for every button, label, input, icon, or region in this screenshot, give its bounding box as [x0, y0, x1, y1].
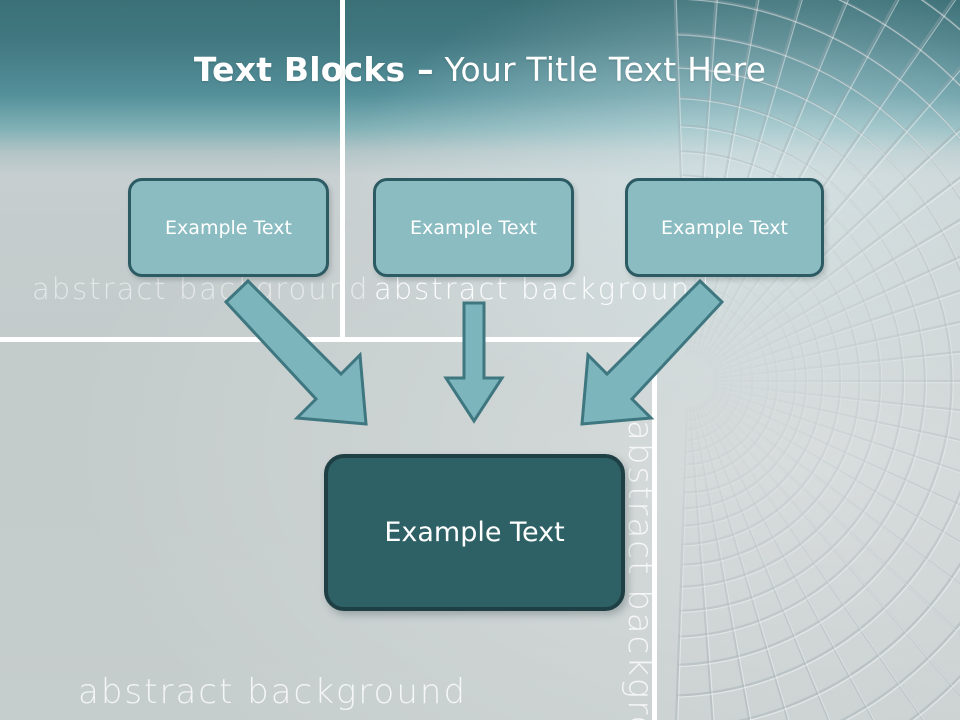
text-box-3[interactable]: Example Text	[625, 178, 824, 277]
text-box-1-label: Example Text	[165, 216, 292, 239]
slide-title: Text Blocks – Your Title Text Here	[0, 50, 960, 89]
watermark-left-upper: abstract background	[32, 272, 370, 306]
divider-vertical-bottom	[652, 337, 657, 720]
text-box-1[interactable]: Example Text	[128, 178, 329, 277]
watermark-right-vertical: abstract background	[620, 420, 660, 720]
text-box-2[interactable]: Example Text	[373, 178, 574, 277]
text-box-result[interactable]: Example Text	[324, 454, 625, 611]
divider-vertical-top-fade	[340, 0, 345, 110]
slide-title-bold: Text Blocks –	[193, 50, 434, 89]
divider-horizontal	[0, 337, 657, 342]
divider-vertical-top	[340, 0, 345, 341]
watermark-bottom-left: abstract background	[78, 672, 468, 712]
watermark-center-upper: abstract background	[374, 272, 712, 306]
slide-title-normal: Your Title Text Here	[433, 50, 767, 89]
text-box-2-label: Example Text	[410, 216, 537, 239]
text-box-result-label: Example Text	[384, 517, 565, 548]
text-box-3-label: Example Text	[661, 216, 788, 239]
